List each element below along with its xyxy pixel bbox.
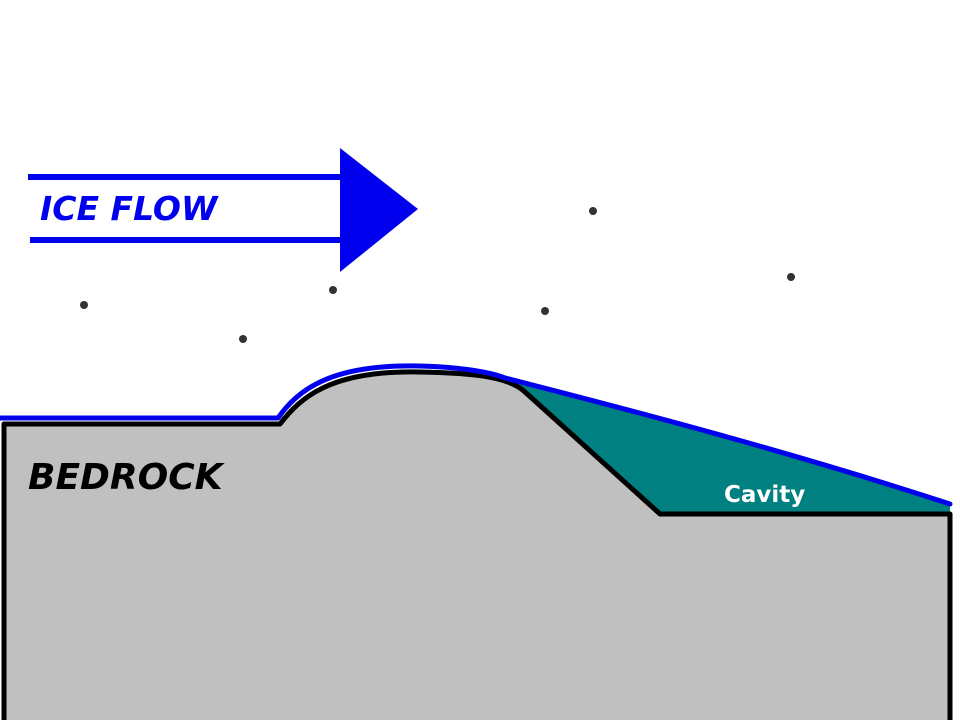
debris-particle <box>589 207 597 215</box>
debris-particle <box>787 273 795 281</box>
debris-particle <box>239 335 247 343</box>
cavity-area <box>500 378 950 514</box>
bedrock-label: BEDROCK <box>28 457 226 498</box>
bedrock-area <box>4 371 950 720</box>
arrow-head <box>340 148 418 272</box>
debris-particles <box>80 207 795 343</box>
ice-flow-arrow <box>28 148 418 272</box>
cavity-label: Cavity <box>724 482 805 508</box>
ice-flow-label: ICE FLOW <box>40 189 219 228</box>
debris-particle <box>80 301 88 309</box>
ice-base-line <box>0 363 953 507</box>
debris-particle <box>541 307 549 315</box>
debris-particle <box>329 286 337 294</box>
bedrock-outline <box>1 369 953 720</box>
